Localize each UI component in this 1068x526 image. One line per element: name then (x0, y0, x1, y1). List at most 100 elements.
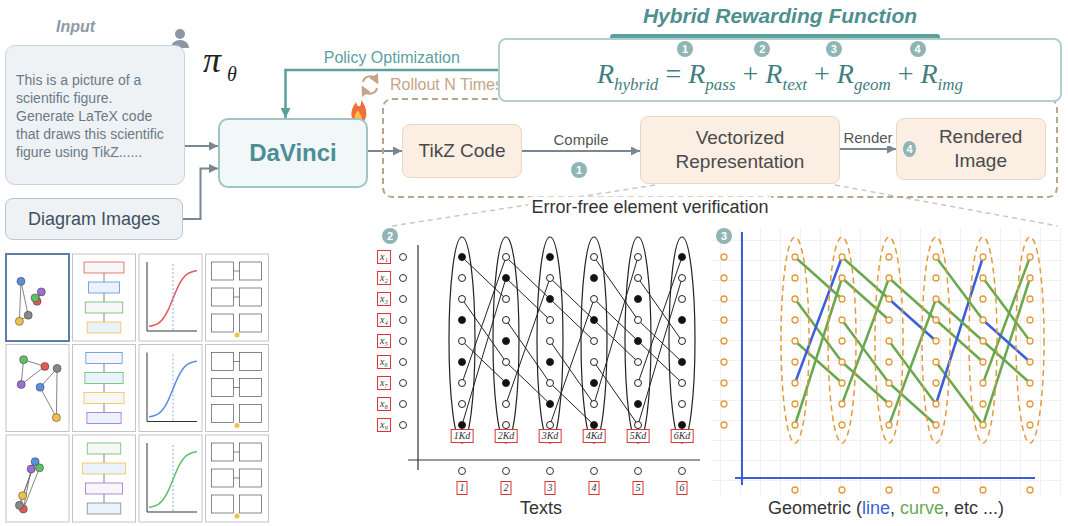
sketch-line (983, 257, 1030, 383)
sketch-line (936, 299, 983, 341)
sketch-shape (635, 275, 642, 282)
sketch-shape (792, 317, 798, 323)
sketch-shape (635, 338, 642, 345)
sketch-shape (503, 380, 510, 387)
sketch-line (638, 320, 682, 362)
sketch-line (842, 320, 889, 383)
sketch-shape (85, 302, 122, 313)
sketch-shape (73, 254, 136, 341)
sketch-shape (839, 338, 845, 344)
sketch-shape (980, 359, 986, 365)
sketch-shape (547, 338, 554, 345)
node-text: R (688, 58, 705, 90)
sketch-shape (206, 254, 269, 341)
sketch-shape (19, 492, 27, 500)
sketch-shape (679, 317, 686, 324)
sketch-shape (625, 237, 651, 443)
sketch-line (147, 512, 197, 513)
sketch-shape (364, 88, 377, 94)
node-text: R (765, 58, 782, 90)
sketch-shape (591, 275, 598, 282)
sketch-shape (15, 501, 23, 509)
index-label: 3 (545, 481, 556, 495)
variable-label: x₂ (377, 271, 391, 285)
sketch-shape (400, 275, 407, 282)
sketch-shape (84, 262, 124, 273)
sketch-shape (1027, 359, 1033, 365)
sketch-shape (503, 317, 510, 324)
callout-number: 2 (754, 41, 770, 57)
sketch-shape (679, 401, 686, 408)
sketch-shape (547, 275, 554, 282)
callout-number: 4 (910, 41, 926, 57)
sketch-line (889, 341, 936, 404)
sketch-shape (459, 296, 466, 303)
sketch-line (104, 494, 105, 503)
node-text: + (898, 58, 914, 90)
cluster-label: 6Kd (671, 429, 694, 443)
sketch-shape (6, 254, 69, 341)
sketch-shape (721, 296, 727, 302)
sketch-shape (969, 237, 997, 443)
sketch-shape (886, 487, 892, 493)
node-text: TikZ Code (419, 139, 506, 163)
sketch-shape (721, 359, 727, 365)
sketch-shape (721, 254, 727, 260)
sketch-shape (781, 237, 809, 443)
index-label: 5 (633, 481, 644, 495)
node-text: Texts (520, 498, 562, 519)
sketch-shape (933, 317, 939, 323)
sketch-shape (591, 359, 598, 366)
grid-ground (712, 228, 1062, 496)
sketch-shape (212, 379, 234, 397)
sketch-shape (36, 464, 44, 472)
sketch-shape (980, 380, 986, 386)
sketch-line (795, 278, 842, 425)
sketch-shape (828, 237, 856, 443)
input-box: InputThis is a picture of a scientific f… (5, 45, 185, 185)
sketch-shape (679, 254, 686, 261)
sketch-shape (635, 317, 642, 324)
node-text: Input (56, 18, 95, 36)
sketch-line (56, 368, 58, 417)
callout-number: 1 (677, 41, 693, 57)
sketch-shape (886, 422, 892, 428)
sketch-line (638, 278, 682, 341)
sketch-shape (635, 254, 642, 261)
sketch-shape (212, 314, 234, 332)
sketch-shape (591, 380, 598, 387)
sketch-shape (839, 275, 845, 281)
cluster-label: 2Kd (495, 429, 518, 443)
sketch-line (936, 257, 983, 404)
sketch-shape (6, 345, 69, 432)
sketch-shape (581, 237, 607, 443)
sketch-line (594, 257, 638, 404)
node-text: + (743, 58, 759, 90)
sketch-shape (980, 338, 986, 344)
edge-label: Compile (550, 131, 611, 148)
cluster-label: 4Kd (583, 429, 606, 443)
sketch-shape (980, 254, 986, 260)
sketch-shape (635, 422, 642, 429)
node-text: , (890, 498, 900, 519)
sketch-shape (1027, 317, 1033, 323)
connector-arrow (522, 150, 640, 152)
sketch-shape (503, 275, 510, 282)
sketch-shape (1027, 487, 1033, 493)
sketch-shape (980, 296, 986, 302)
sketch-shape (537, 237, 563, 443)
node-text: curve (900, 498, 944, 519)
sketch-shape (88, 282, 119, 293)
sketch-shape (459, 380, 466, 387)
callout-number: 3 (716, 228, 732, 244)
sketch-line (104, 454, 105, 463)
input-box: Diagram Images (5, 198, 183, 240)
sketch-shape (363, 76, 376, 82)
connector-arrow (840, 148, 896, 150)
sketch-shape (792, 296, 798, 302)
sketch-shape (149, 271, 197, 327)
sketch-line (40, 387, 56, 417)
sketch-shape (792, 487, 798, 493)
sketch-shape (459, 359, 466, 366)
sketch-shape (886, 338, 892, 344)
